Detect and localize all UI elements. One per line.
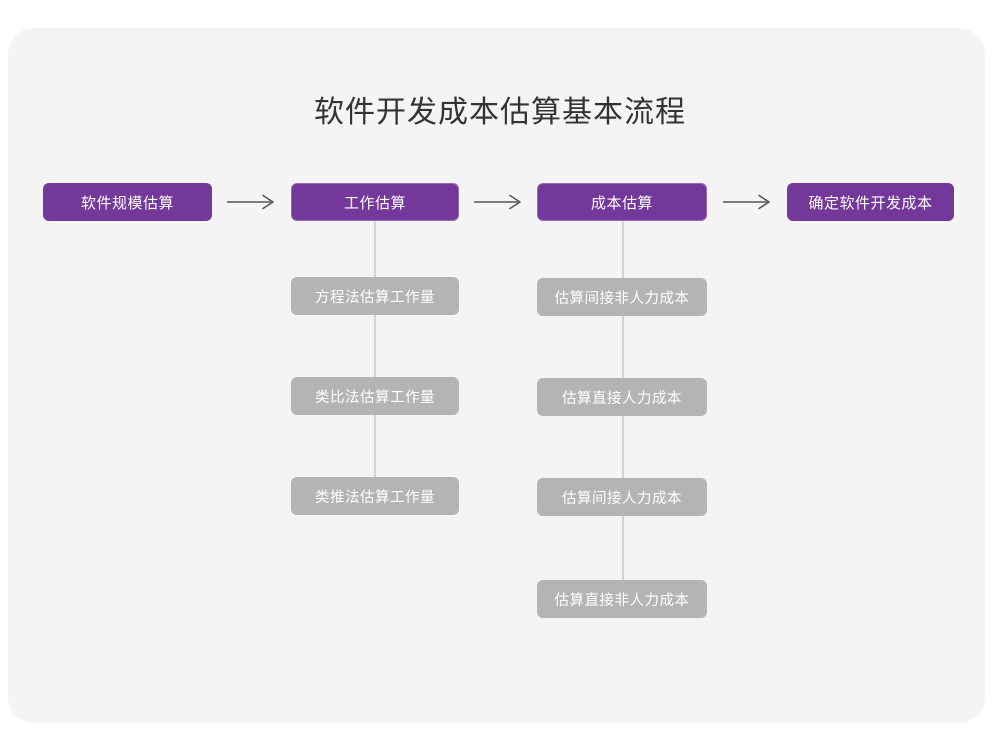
branch-node-indirect-nonlabor-cost[interactable]: 估算间接非人力成本 (537, 278, 707, 316)
branch-node-work-analogy-method[interactable]: 类比法估算工作量 (291, 377, 459, 415)
branch-label: 估算间接非人力成本 (554, 290, 690, 307)
step-label: 确定软件开发成本 (808, 194, 933, 212)
branch-label: 方程法估算工作量 (315, 289, 435, 306)
branch-node-indirect-labor-cost[interactable]: 估算间接人力成本 (537, 478, 707, 516)
branch-node-direct-nonlabor-cost[interactable]: 估算直接非人力成本 (537, 580, 707, 618)
branch-label: 估算直接非人力成本 (554, 592, 690, 609)
branch-node-work-inference-method[interactable]: 类推法估算工作量 (291, 477, 459, 515)
step-node-cost-estimation[interactable]: 成本估算 (537, 183, 707, 221)
step-label: 工作估算 (343, 194, 406, 212)
branch-label: 估算直接人力成本 (562, 390, 682, 407)
diagram-card-background (8, 28, 985, 723)
step-label: 软件规模估算 (80, 194, 174, 212)
step-node-determine-development-cost[interactable]: 确定软件开发成本 (787, 183, 954, 221)
branch-label: 估算间接人力成本 (562, 490, 682, 507)
step-node-software-scale-estimation[interactable]: 软件规模估算 (43, 183, 212, 221)
step-label: 成本估算 (590, 194, 653, 212)
branch-node-direct-labor-cost[interactable]: 估算直接人力成本 (537, 378, 707, 416)
branch-label: 类推法估算工作量 (315, 489, 435, 506)
arrow-step-3-to-4 (718, 187, 778, 217)
branch-node-work-equation-method[interactable]: 方程法估算工作量 (291, 277, 459, 315)
arrow-step-2-to-3 (469, 187, 529, 217)
connector-work-branch (374, 219, 376, 500)
page-title: 软件开发成本估算基本流程 (314, 96, 686, 129)
step-node-work-estimation[interactable]: 工作估算 (291, 183, 459, 221)
arrow-step-1-to-2 (222, 187, 282, 217)
branch-label: 类比法估算工作量 (315, 389, 435, 406)
